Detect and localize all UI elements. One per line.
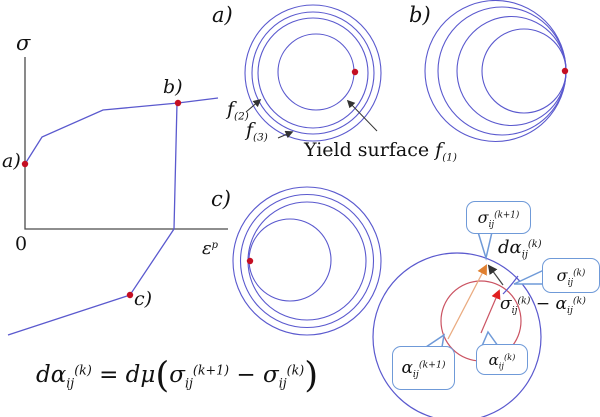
graph-label-a: a) bbox=[2, 150, 21, 172]
callout-alpha-k1-text: αij(k+1) bbox=[401, 358, 446, 381]
tangent-circle-outer bbox=[424, 0, 567, 143]
yield-circle-f3 bbox=[244, 4, 382, 142]
yield-surface-arrow bbox=[346, 99, 378, 132]
point-b-dot bbox=[174, 99, 182, 107]
dalpha-vector bbox=[487, 264, 504, 286]
big-yield-circle bbox=[372, 252, 542, 417]
panel-c-circles bbox=[232, 186, 382, 336]
dalpha-label: dαij(k) bbox=[498, 237, 542, 261]
callout-pointer-sigma-k bbox=[513, 268, 545, 285]
loading-curve bbox=[24, 97, 219, 165]
point-a-dot bbox=[21, 160, 29, 168]
epsilon-axis-label: εp bbox=[202, 238, 218, 259]
yield-circle-f2 bbox=[251, 11, 375, 135]
graph-label-b: b) bbox=[163, 76, 183, 98]
unloading-curve bbox=[7, 102, 178, 336]
hardening-diagram bbox=[372, 231, 545, 417]
sigma-k-arc bbox=[502, 275, 519, 295]
sigma-minus-alpha-vector bbox=[480, 289, 501, 334]
yield-circle-mid bbox=[257, 17, 369, 129]
callout-sigma-k: σij(k) bbox=[542, 258, 600, 293]
f2-label: f(2) bbox=[227, 98, 249, 123]
c-circle-3 bbox=[247, 201, 367, 321]
callout-sigma-k1-text: σij(k+1) bbox=[477, 208, 520, 230]
c-circle-outer bbox=[232, 186, 382, 336]
sigma-axis-label: σ bbox=[16, 31, 31, 55]
stress-strain-graph bbox=[7, 57, 228, 336]
panel-b-caption: b) bbox=[409, 3, 431, 27]
stress-point-dot-b bbox=[561, 67, 569, 75]
stress-point-dot-a bbox=[351, 68, 359, 76]
panel-a-circles bbox=[244, 4, 382, 142]
origin-label: 0 bbox=[15, 233, 28, 255]
alpha-k1-vector bbox=[447, 264, 487, 340]
point-c-dot bbox=[126, 291, 134, 299]
callout-alpha-k: αij(k) bbox=[476, 344, 528, 375]
f2-arrow bbox=[245, 98, 262, 113]
panel-c-caption: c) bbox=[211, 187, 231, 211]
tangent-circle-3 bbox=[456, 15, 567, 127]
f3-label: f(3) bbox=[246, 119, 268, 144]
panel-b-circles bbox=[424, 0, 569, 143]
tangent-circle-inner bbox=[481, 28, 567, 114]
stress-point-dot-c bbox=[246, 257, 254, 265]
panel-a-caption: a) bbox=[212, 3, 233, 27]
graph-axes bbox=[24, 57, 228, 230]
yield-circle-f1 bbox=[277, 33, 355, 111]
callout-sigma-k1: σij(k+1) bbox=[466, 201, 531, 234]
f3-arrow bbox=[277, 130, 294, 139]
callout-sigma-k-text: σij(k) bbox=[556, 266, 586, 288]
graph-label-c: c) bbox=[134, 288, 153, 310]
hardening-equation: dαij(k) = dμ(σij(k+1) − σij(k)) bbox=[36, 355, 319, 396]
callout-alpha-k1: αij(k+1) bbox=[392, 346, 455, 390]
f1-label: f(1) bbox=[435, 139, 458, 164]
c-circle-inner bbox=[248, 218, 332, 302]
sigma-minus-alpha-label: σij(k) − αij(k) bbox=[500, 294, 586, 317]
callout-alpha-k-text: αij(k) bbox=[488, 350, 516, 371]
callout-pointer-sigma-k1 bbox=[476, 231, 493, 261]
c-circle-2 bbox=[239, 193, 375, 329]
yield-surface-label: Yield surface f(1) bbox=[304, 139, 458, 164]
